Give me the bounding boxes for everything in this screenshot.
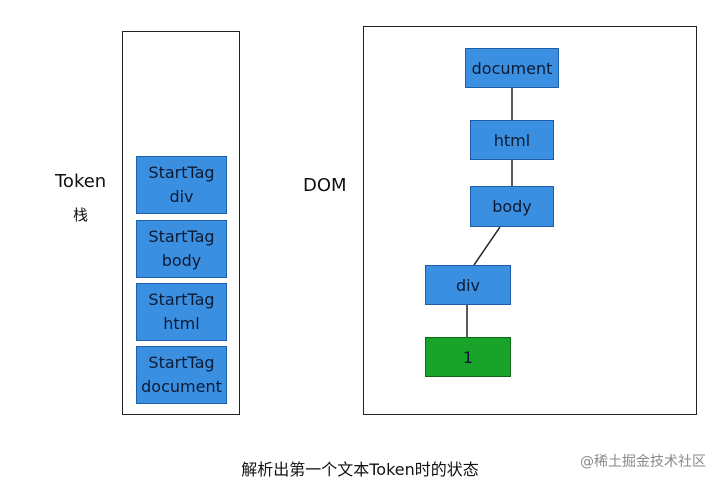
link-body-div: [473, 226, 501, 266]
dom-node-div: div: [425, 265, 511, 305]
site-watermark: @稀土掘金技术社区: [580, 454, 706, 470]
token-item-tag: div: [169, 187, 194, 206]
token-item-type: StartTag: [148, 290, 215, 309]
token-item-type: StartTag: [148, 163, 215, 182]
token-item-type: StartTag: [148, 353, 215, 372]
token-item-div: StartTag div: [136, 156, 227, 214]
dom-node-html: html: [470, 120, 554, 160]
token-item-document: StartTag document: [136, 346, 227, 404]
dom-label: DOM: [303, 175, 347, 196]
figure-caption: 解析出第一个文本Token时的状态: [241, 460, 479, 479]
token-label: Token: [55, 171, 107, 192]
token-stack-sublabel: 栈: [73, 206, 89, 224]
dom-tree-frame: [363, 26, 697, 415]
token-item-body: StartTag body: [136, 220, 227, 278]
dom-node-body: body: [470, 186, 554, 227]
token-item-type: StartTag: [148, 227, 215, 246]
token-item-html: StartTag html: [136, 283, 227, 341]
token-item-tag: body: [161, 251, 202, 270]
token-item-tag: html: [163, 314, 200, 333]
dom-node-text: 1: [425, 337, 511, 377]
token-stack-frame: [122, 31, 240, 415]
token-item-tag: document: [141, 377, 222, 396]
dom-node-document: document: [465, 48, 559, 88]
